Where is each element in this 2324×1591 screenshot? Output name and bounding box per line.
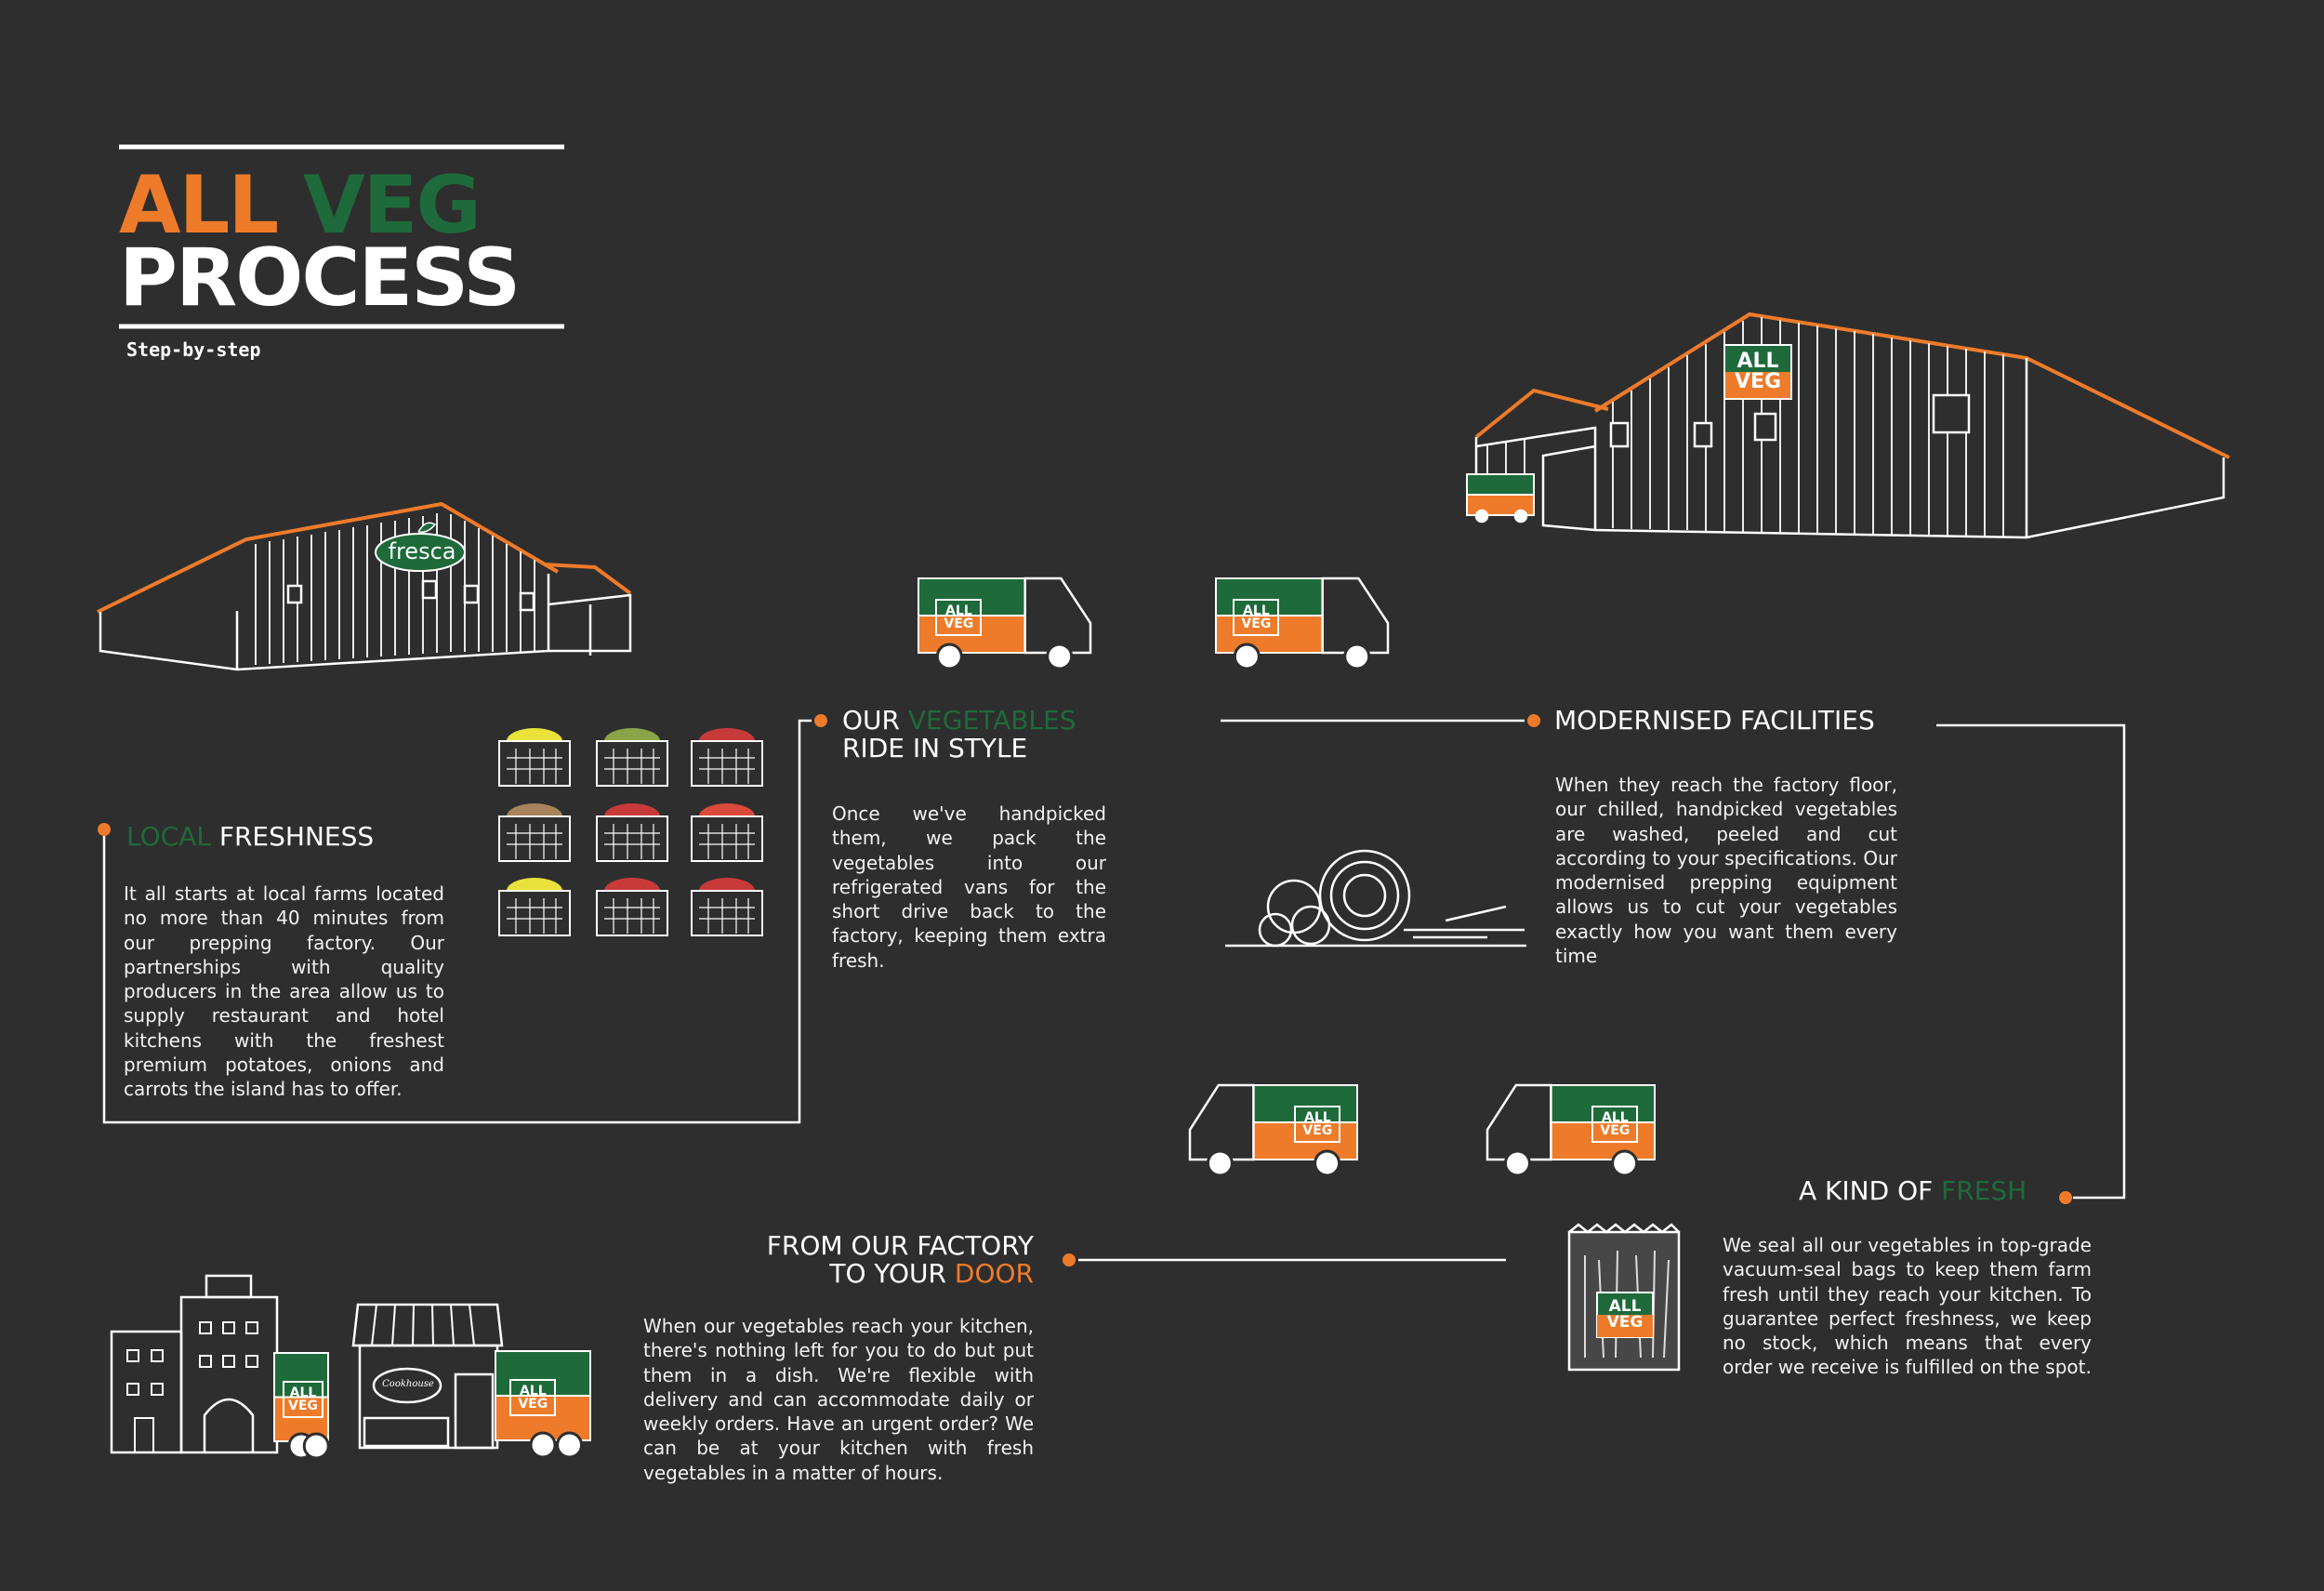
- step4-heading-pre: A KIND OF: [1799, 1175, 1934, 1206]
- step4-heading: A KIND OF FRESH: [1799, 1177, 2027, 1205]
- farm-building: [97, 501, 632, 671]
- van-2: [1215, 577, 1390, 670]
- van-brand-line1: ALL: [1243, 603, 1270, 618]
- van-brand-line1: ALL: [1602, 1110, 1629, 1125]
- step3-heading: MODERNISED FACILITIES: [1554, 705, 1875, 736]
- connector-step3-step4: [1936, 723, 2126, 1204]
- crate-row-1: [498, 728, 763, 787]
- van-brand-line1: ALL: [945, 603, 972, 618]
- step5-heading-accent: DOOR: [954, 1258, 1034, 1289]
- step2-heading-accent: VEGETABLES: [907, 705, 1076, 736]
- factory-brand-line1: ALL: [1736, 350, 1779, 373]
- van-brand-line2: VEG: [518, 1397, 548, 1412]
- factory-brand-line2: VEG: [1734, 370, 1782, 393]
- step4-heading-accent: FRESH: [1941, 1175, 2027, 1206]
- van-6: [495, 1350, 591, 1459]
- factory-building: [1466, 312, 2230, 539]
- bag-brand-line2: VEG: [1606, 1313, 1644, 1332]
- step2-heading-pre: OUR: [842, 705, 900, 736]
- bag-brand-label: ALL VEG: [1599, 1293, 1651, 1336]
- vegetable-crates: [498, 728, 763, 936]
- step1-heading: LOCAL FRESHNESS: [126, 823, 374, 851]
- step2-text: Once we've handpicked them, we pack the …: [832, 802, 1106, 972]
- step5-heading-pre: TO YOUR: [829, 1258, 946, 1289]
- title-line-1: ALL VEG: [119, 166, 482, 245]
- step5-heading-line1: FROM OUR FACTORY: [766, 1230, 1034, 1261]
- step5-heading: FROM OUR FACTORY TO YOUR DOOR: [651, 1232, 1034, 1288]
- step5-text: When our vegetables reach your kitchen, …: [643, 1315, 1034, 1484]
- van-brand-line1: ALL: [1304, 1110, 1331, 1125]
- title-all: ALL: [119, 159, 279, 252]
- crate-row-2: [498, 803, 763, 862]
- van-brand-line2: VEG: [944, 617, 974, 631]
- connector-step1-step2: [98, 714, 827, 1124]
- van-brand-line2: VEG: [1241, 617, 1272, 631]
- step1-heading-rest: FRESHNESS: [218, 821, 375, 852]
- van-brand-line2: VEG: [288, 1398, 318, 1413]
- van-brand-line1: ALL: [519, 1384, 547, 1399]
- step4-text: We seal all our vegetables in top-grade …: [1723, 1234, 2092, 1379]
- step3-text: When they reach the factory floor, our c…: [1555, 774, 1898, 968]
- step1-heading-accent: LOCAL: [126, 821, 211, 852]
- step1-text: It all starts at local farms located no …: [124, 882, 444, 1101]
- crate-row-3: [498, 878, 763, 936]
- connector-step2-step3: [1221, 714, 1540, 727]
- factory-brand-sign: ALL VEG: [1723, 344, 1792, 400]
- subtitle: Step-by-step: [126, 338, 261, 361]
- van-brand-line2: VEG: [1600, 1123, 1631, 1138]
- step2-heading-rest: RIDE IN STYLE: [842, 733, 1028, 763]
- farm-sign: fresca: [388, 538, 456, 564]
- connector-step4-step5: [1063, 1253, 1506, 1266]
- shop-sign: Cookhouse: [382, 1379, 434, 1389]
- vacuum-bag-illustration: [1567, 1223, 1681, 1372]
- van-brand-line1: ALL: [289, 1385, 317, 1400]
- title-veg: VEG: [303, 159, 482, 252]
- bag-brand-line1: ALL: [1608, 1297, 1642, 1316]
- title-line-2: PROCESS: [119, 232, 521, 325]
- hotel-building: [110, 1274, 279, 1454]
- step2-heading: OUR VEGETABLES RIDE IN STYLE: [842, 707, 1076, 762]
- cutting-machine-illustration: [1225, 849, 1526, 948]
- shop-building: [351, 1303, 504, 1450]
- van-brand-line2: VEG: [1302, 1123, 1333, 1138]
